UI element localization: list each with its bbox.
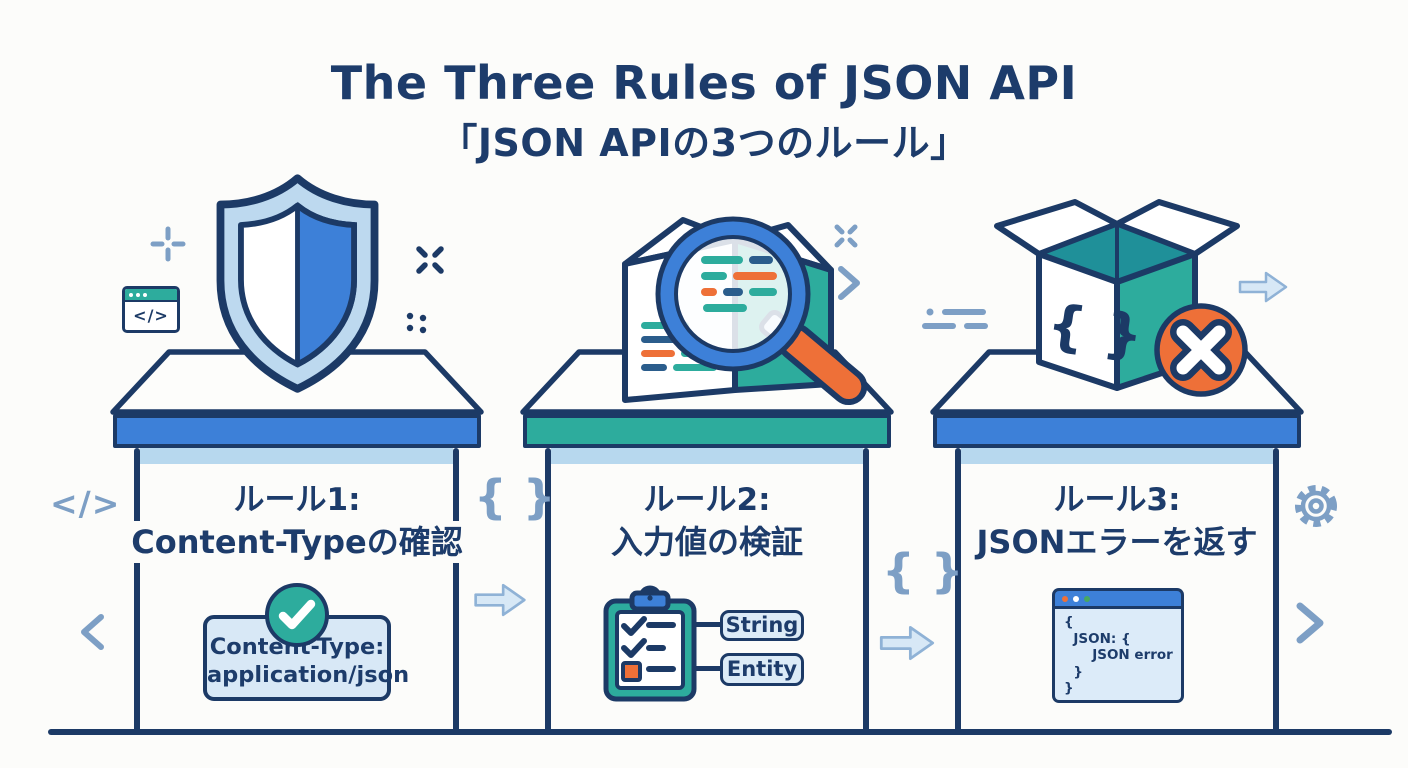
code-line: { — [1064, 614, 1074, 630]
page-subtitle: 「JSON APIの3つのルール」 — [439, 120, 969, 165]
arrow-right-icon — [879, 625, 935, 661]
cross-sparkle-icon — [416, 246, 444, 274]
baseline-rule — [48, 729, 1392, 735]
page-title: The Three Rules of JSON API — [330, 55, 1078, 110]
window-dot — [1062, 595, 1068, 602]
shield-icon — [216, 174, 379, 393]
window-dot — [1073, 595, 1079, 602]
connector-line — [672, 622, 722, 627]
rule2-label: ルール2: — [636, 479, 778, 521]
rule1-label: ルール1: — [226, 479, 368, 521]
rule3-label: ルール3: — [1046, 479, 1188, 521]
chevron-right-icon — [1296, 602, 1324, 644]
code-line: } — [1064, 680, 1074, 696]
magnifier-document-icon — [622, 216, 868, 406]
rule1-name: Content-Typeの確認 — [124, 521, 470, 563]
window-body: { JSON: { JSON error } } — [1052, 606, 1184, 703]
panel-border-right — [453, 448, 459, 733]
braces-icon: { } — [474, 470, 556, 524]
panel-border-left — [545, 448, 551, 733]
panel-border-left — [134, 448, 140, 733]
code-line: JSON error — [1064, 647, 1173, 663]
chevron-left-icon — [81, 614, 104, 650]
rule3-name: JSONエラーを返す — [969, 521, 1265, 563]
tag-entity: Entity — [720, 653, 804, 686]
panel-border-right — [1273, 448, 1279, 733]
rule3-title: ルール3: JSONエラーを返す — [907, 479, 1327, 563]
rule2-title: ルール2: 入力値の検証 — [497, 479, 917, 563]
connector-line — [672, 666, 722, 671]
colon-dots-icon — [406, 312, 427, 334]
error-cross-badge — [1154, 303, 1248, 397]
browser-code-icon: </> — [122, 286, 180, 333]
podium-bar — [933, 414, 1301, 448]
plus-sparkle-icon — [150, 226, 186, 262]
panel-border-left — [955, 448, 961, 733]
badge-line2: application/json — [207, 662, 410, 688]
code-line: } — [1064, 663, 1084, 680]
window-titlebar — [1052, 588, 1184, 606]
browser-titlebar — [125, 289, 177, 302]
code-tag-glyph: </> — [133, 306, 169, 325]
panel-border-right — [863, 448, 869, 733]
podium-strip — [961, 448, 1273, 464]
error-code-window: { JSON: { JSON error } } — [1052, 588, 1184, 703]
window-dot — [1084, 595, 1090, 602]
dash-lines-icon — [922, 308, 988, 329]
podium-bar — [523, 414, 891, 448]
podium-bar — [113, 414, 481, 448]
rule1-title: ルール1: Content-Typeの確認 — [87, 479, 507, 563]
code-line: JSON: { — [1064, 630, 1131, 647]
tag-string: String — [720, 610, 804, 641]
arrow-right-icon — [474, 583, 526, 617]
arrow-right-icon — [1238, 271, 1288, 303]
clipboard-icon — [603, 585, 697, 702]
chevron-right-icon — [838, 266, 860, 300]
check-circle-icon — [265, 583, 329, 647]
podium-strip — [140, 448, 453, 464]
cross-sparkle-icon — [834, 224, 858, 248]
gear-icon — [1295, 485, 1337, 527]
code-tag-decoration: </> — [50, 484, 121, 523]
braces-icon: { } — [882, 544, 964, 598]
box-braces-glyph: { } — [1043, 292, 1147, 368]
rule2-name: 入力値の検証 — [603, 521, 810, 563]
podium-strip — [551, 448, 863, 464]
open-box-error-icon: { } — [994, 199, 1248, 397]
